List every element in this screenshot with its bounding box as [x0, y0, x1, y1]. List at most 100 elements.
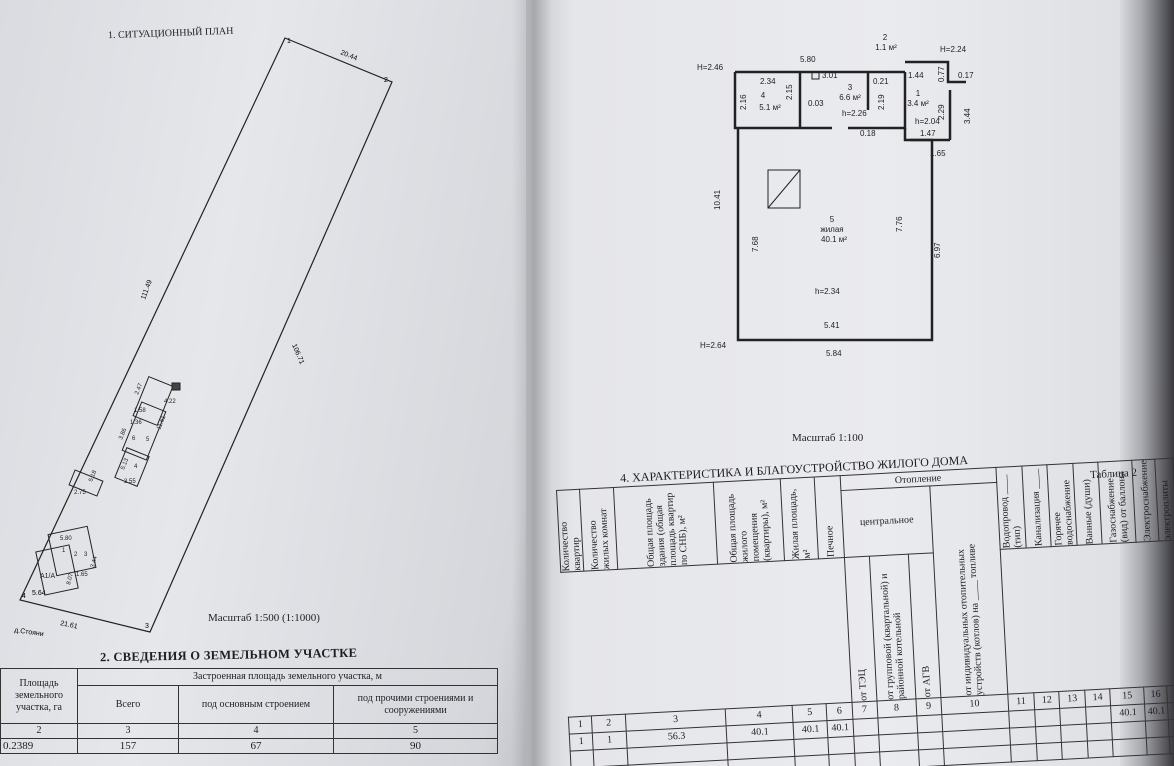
land-table: Площадь земельного участка, га Застроенн… [0, 668, 498, 754]
corner-label-1: 1 [287, 38, 291, 45]
room5-num: 5 [830, 215, 835, 224]
site-plan-scale: Масштаб 1:500 (1:1000) [208, 612, 320, 624]
col-header: Количество жилых комнат [587, 508, 612, 571]
svg-text:1.36: 1.36 [130, 420, 142, 426]
svg-text:3: 3 [84, 552, 88, 558]
col-header: Газоснабжение (вид) от баллона [1104, 471, 1131, 543]
svg-text:11.61: 11.61 [156, 414, 167, 430]
book-gutter [512, 0, 552, 766]
col-header: Ванные (души) [1080, 478, 1096, 545]
dim: 0.17 [958, 71, 974, 80]
dim: 5.84 [826, 349, 842, 358]
dim: 1.44 [908, 71, 924, 80]
land-main-value: 67 [178, 738, 334, 754]
floor-plan-scale: Масштаб 1:100 [792, 432, 864, 444]
dim: 1.65 [930, 149, 946, 158]
central-header: центральное [840, 485, 934, 558]
col-header: Канализация ____ [1029, 469, 1045, 547]
room2-num: 2 [883, 33, 888, 42]
dim: 5.41 [824, 321, 840, 330]
svg-text:6: 6 [132, 436, 136, 442]
svg-text:2: 2 [74, 552, 78, 558]
wall-top-right [905, 60, 966, 84]
land-col-other: под прочими строениями и сооружениями [333, 685, 498, 724]
col-header: Электроснабжение [1137, 459, 1154, 542]
site-plan: 1 2 3 4 20.44 106.71 111.49 21.61 5.64 2… [14, 37, 393, 638]
height-room1: h=2.04 [915, 117, 940, 126]
svg-text:5.13: 5.13 [120, 457, 130, 471]
svg-text:3.44: 3.44 [90, 555, 99, 568]
characteristics-table: Количество квартир Количество жилых комн… [556, 458, 1174, 766]
building-labels: 2.47 1.58 4.22 1.36 6 3.86 5 11.61 5.13 … [40, 382, 176, 585]
plot-outline [19, 37, 393, 633]
col-header: от групповой (квартальной) и районной ко… [878, 572, 908, 700]
svg-text:3.86: 3.86 [118, 427, 128, 441]
svg-text:1.58: 1.58 [134, 408, 146, 414]
land-col-main: под основным строением [178, 685, 334, 724]
dim: 2.15 [785, 84, 794, 100]
dim: 0.21 [873, 77, 889, 86]
svg-text:2.75: 2.75 [74, 490, 86, 496]
page-edge [1120, 0, 1174, 766]
svg-text:4.22: 4.22 [164, 399, 176, 405]
left-page: 1. СИТУАЦИОННЫЙ ПЛАН 1 2 3 4 20.44 106.7… [0, 0, 532, 766]
dim: 7.68 [751, 236, 760, 252]
col-header: Водопровод ____ (тип) [998, 474, 1025, 549]
corner-label-2: 2 [384, 77, 388, 84]
dim: 0.18 [860, 129, 876, 138]
svg-text:1.65: 1.65 [76, 572, 88, 578]
col-header: от индивидуальных отопительных устройств… [955, 543, 986, 696]
height-room3: h=2.26 [842, 109, 867, 118]
col-header: Горячее водоснабжение [1051, 479, 1076, 546]
dim: 6.97 [933, 242, 942, 258]
land-total-value: 157 [77, 738, 179, 754]
svg-text:А1/А: А1/А [40, 573, 56, 580]
street-label: д.Стояни [14, 627, 44, 638]
col-header: Общая площадь жилого помещения (квартиры… [725, 493, 773, 563]
height-nw: H=2.46 [697, 63, 724, 72]
room4-num: 4 [761, 91, 766, 100]
dim: 2.19 [877, 94, 886, 110]
corner-label-3: 3 [145, 623, 149, 630]
land-other-value: 90 [333, 738, 498, 754]
svg-text:4: 4 [134, 464, 138, 470]
dim: 3.44 [963, 108, 972, 124]
svg-text:5: 5 [146, 437, 150, 443]
col-header: Печное [824, 525, 837, 558]
dim: 0.77 [937, 66, 946, 82]
col-header: Жилая площадь, м² [786, 488, 813, 560]
height-sw: H=2.64 [700, 341, 727, 350]
room4-area: 5.1 м² [759, 103, 781, 112]
room3-area: 6.6 м² [839, 93, 861, 102]
svg-text:2.47: 2.47 [134, 382, 144, 396]
dim: 0.03 [808, 99, 824, 108]
dim: 10.41 [713, 189, 722, 210]
dim: 2.34 [760, 77, 776, 86]
dim: 5.80 [800, 55, 816, 64]
room1-area: 3.4 м² [907, 99, 929, 108]
svg-text:5.18: 5.18 [88, 469, 98, 483]
height-room5: h=2.34 [815, 287, 840, 296]
room5-area: 40.1 м² [821, 235, 847, 244]
dim: 3.01 [822, 71, 838, 80]
col-header: от АГВ [920, 665, 934, 698]
col-header: от ТЭЦ [856, 669, 870, 702]
wall-room5 [736, 128, 934, 342]
col-header: Общая площадь здания (общая площадь квар… [642, 492, 690, 568]
dim-left-short: 5.64 [32, 590, 46, 597]
col-header: электроплиты [1159, 480, 1174, 541]
svg-text:3.55: 3.55 [124, 479, 136, 485]
dim: 2.29 [937, 104, 946, 120]
dim-bottom: 21.61 [60, 620, 79, 631]
dim: 7.76 [895, 216, 904, 232]
room2-area: 1.1 м² [875, 43, 897, 52]
height-ne: H=2.24 [940, 45, 967, 54]
svg-text:1: 1 [62, 548, 66, 554]
dim: 2.16 [739, 94, 748, 110]
land-area-value: 0.2389 [0, 738, 78, 754]
room1-num: 1 [916, 89, 921, 98]
room5-name: жилая [820, 225, 843, 234]
svg-text:5.80: 5.80 [60, 536, 72, 542]
